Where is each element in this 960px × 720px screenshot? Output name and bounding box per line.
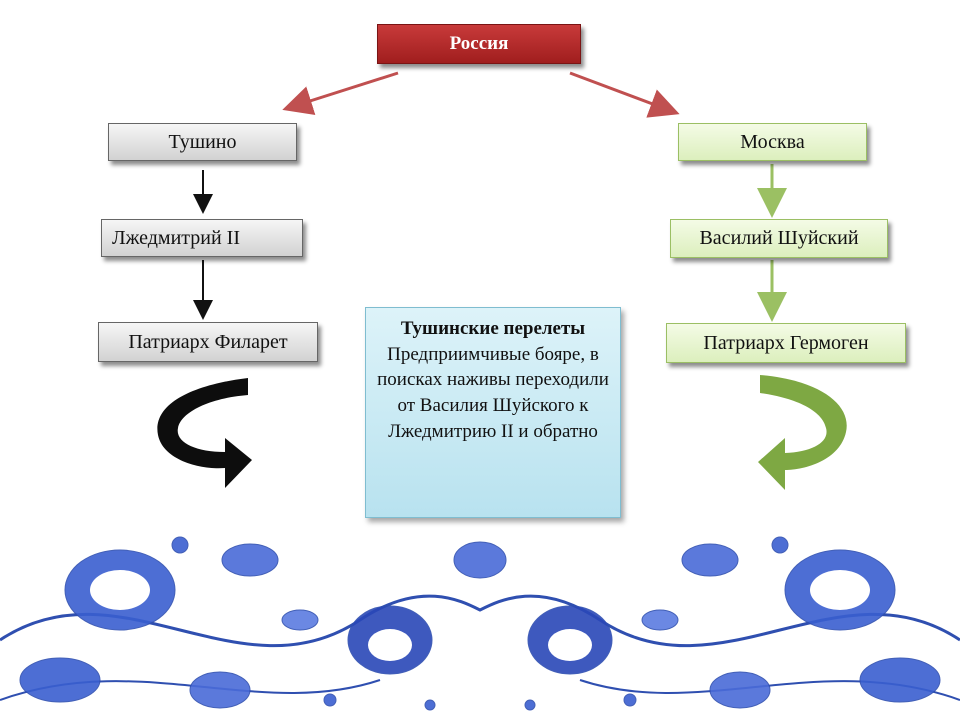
right-node-moscow: Москва xyxy=(678,123,867,161)
note-title: Тушинские перелеты xyxy=(400,318,586,339)
arrow-root-to-left xyxy=(282,71,399,116)
note-body: Предприимчивые бояре, в поисках наживы п… xyxy=(377,343,609,442)
curved-arrow-left-icon xyxy=(157,378,252,488)
arrow-root-to-right xyxy=(569,71,680,118)
note-box: Тушинские перелеты Предприимчивые бояре,… xyxy=(365,307,621,518)
left-node-tushino: Тушино xyxy=(108,123,297,161)
right-node-shuisky: Василий Шуйский xyxy=(670,219,888,258)
left-node-false-dmitry: Лжедмитрий II xyxy=(101,219,303,257)
floral-ornament xyxy=(0,522,960,720)
left-node-filaret: Патриарх Филарет xyxy=(98,322,318,362)
curved-arrow-right-icon xyxy=(758,375,847,490)
right-node-hermogenes: Патриарх Гермоген xyxy=(666,323,906,363)
root-node: Россия xyxy=(377,24,581,64)
